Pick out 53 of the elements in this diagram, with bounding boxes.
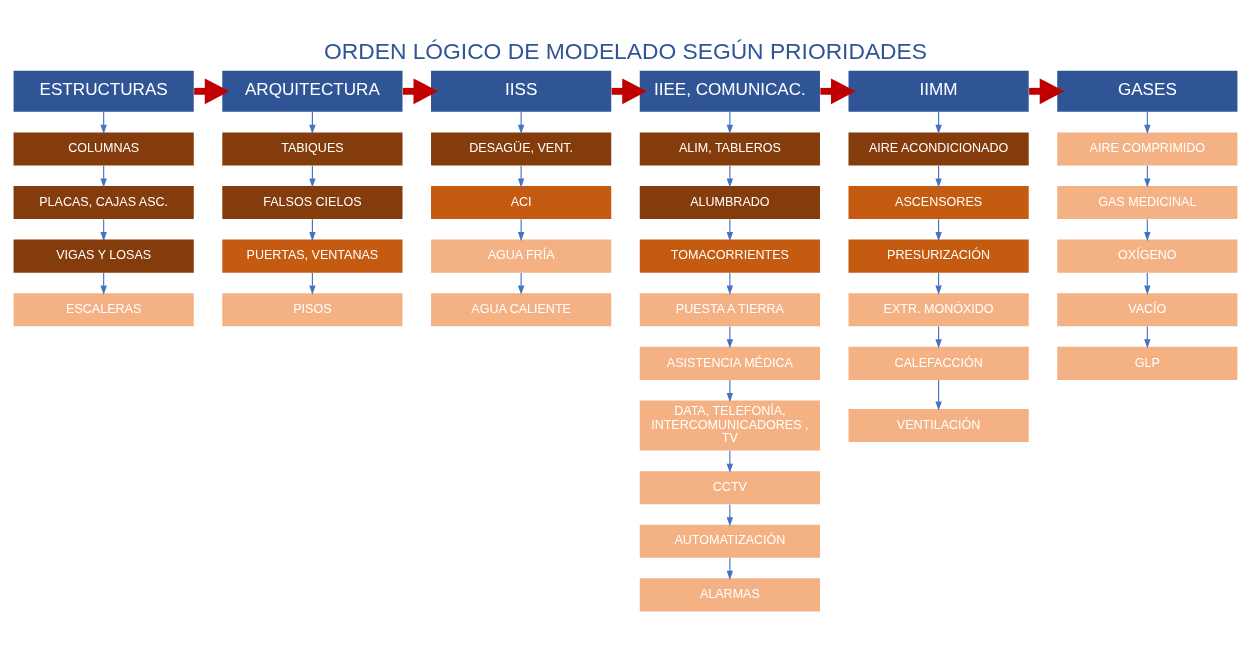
node-box: TOMACORRIENTES [639, 239, 820, 273]
node-box: GAS MEDICINAL [1057, 186, 1238, 220]
node-box: PISOS [222, 293, 403, 327]
node-box: EXTR. MONÓXIDO [848, 293, 1029, 327]
node-box: GASES [1057, 70, 1238, 112]
node-box: PRESURIZACIÓN [848, 239, 1029, 273]
arrow [517, 272, 525, 295]
arrow [726, 450, 734, 473]
node-box: ALUMBRADO [639, 186, 820, 220]
arrow [726, 218, 734, 242]
node-box: ACI [431, 186, 612, 220]
node-box: ESTRUCTURAS [13, 70, 194, 112]
node-box: COLUMNAS [13, 132, 194, 166]
node-box: IIMM [848, 70, 1029, 112]
arrow [726, 272, 734, 295]
node-box: PLACAS, CAJAS ASC. [13, 186, 194, 220]
node-box: CCTV [639, 471, 820, 505]
arrow [726, 326, 734, 349]
arrow [517, 165, 525, 188]
node-box: PUESTA A TIERRA [639, 293, 820, 327]
diagram-title: ORDEN LÓGICO DE MODELADO SEGÚN PRIORIDADES [324, 38, 927, 65]
node-box: ARQUITECTURA [222, 70, 403, 112]
node-box: AIRE ACONDICIONADO [848, 132, 1029, 166]
node-box: VACÍO [1057, 293, 1238, 327]
arrow [517, 218, 525, 242]
node-box: DESAGÜE, VENT. [431, 132, 612, 166]
node-box: AUTOMATIZACIÓN [639, 524, 820, 558]
arrow [726, 503, 734, 527]
arrow [726, 557, 734, 580]
node-box: PUERTAS, VENTANAS [222, 239, 403, 273]
arrow [726, 111, 734, 134]
node-box: AIRE COMPRIMIDO [1057, 132, 1238, 166]
node-box: ALARMAS [639, 578, 820, 612]
node-box: ESCALERAS [13, 293, 194, 327]
node-box: GLP [1057, 346, 1238, 380]
node-box: CALEFACCIÓN [848, 346, 1029, 380]
node-box: VIGAS Y LOSAS [13, 239, 194, 273]
node-box: ASISTENCIA MÉDICA [639, 346, 820, 380]
node-box: VENTILACIÓN [848, 409, 1029, 443]
arrow [935, 379, 942, 411]
node-box: AGUA FRÍA [431, 239, 612, 273]
node-box: AGUA CALIENTE [431, 293, 612, 327]
node-box: DATA, TELEFONÍA, INTERCOMUNICADORES , TV [639, 400, 820, 451]
node-box: ALIM, TABLEROS [639, 132, 820, 166]
node-box: TABIQUES [222, 132, 403, 166]
arrow [517, 111, 525, 134]
arrow [726, 165, 734, 188]
node-box: ASCENSORES [848, 186, 1029, 220]
arrow [726, 379, 734, 403]
node-box: OXÍGENO [1057, 239, 1238, 273]
node-box: IISS [431, 70, 612, 112]
node-box: FALSOS CIELOS [222, 186, 403, 220]
node-box: IIEE, COMUNICAC. [639, 70, 820, 112]
